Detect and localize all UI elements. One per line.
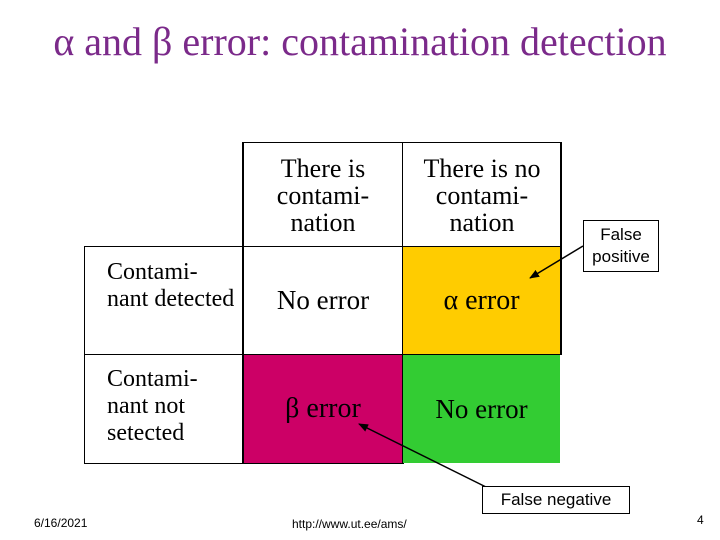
col-header-no-contamination: There is no contami-nation [423,154,541,237]
table-grid-line [242,142,562,143]
footer-url: http://www.ut.ee/ams/ [292,517,407,531]
col-header-contamination: There is contami-nation [276,154,370,237]
slide-title: α and β error: contamination detection [53,19,667,64]
table-grid-line [242,142,244,464]
row-header-not-detected: Contami-nant not setected [107,366,198,446]
false-negative-callout: False negative [482,486,630,514]
footer-page-number: 4 [697,513,704,527]
cell-no-error-bottom: No error [403,355,560,463]
cell-beta-error: β error [244,355,402,463]
table-grid-line [560,142,562,354]
cell-alpha-error: α error [403,247,560,354]
table-grid-line [84,246,85,464]
row-header-detected: Contami-nant detected [107,259,235,312]
table-grid-line [402,142,403,464]
footer-date: 6/16/2021 [34,516,88,530]
table-grid-line [84,246,562,247]
table-grid-line [84,354,562,355]
false-positive-callout: False positive [583,220,659,272]
cell-no-error-top: No error [276,285,370,315]
table-grid-line [84,463,404,464]
